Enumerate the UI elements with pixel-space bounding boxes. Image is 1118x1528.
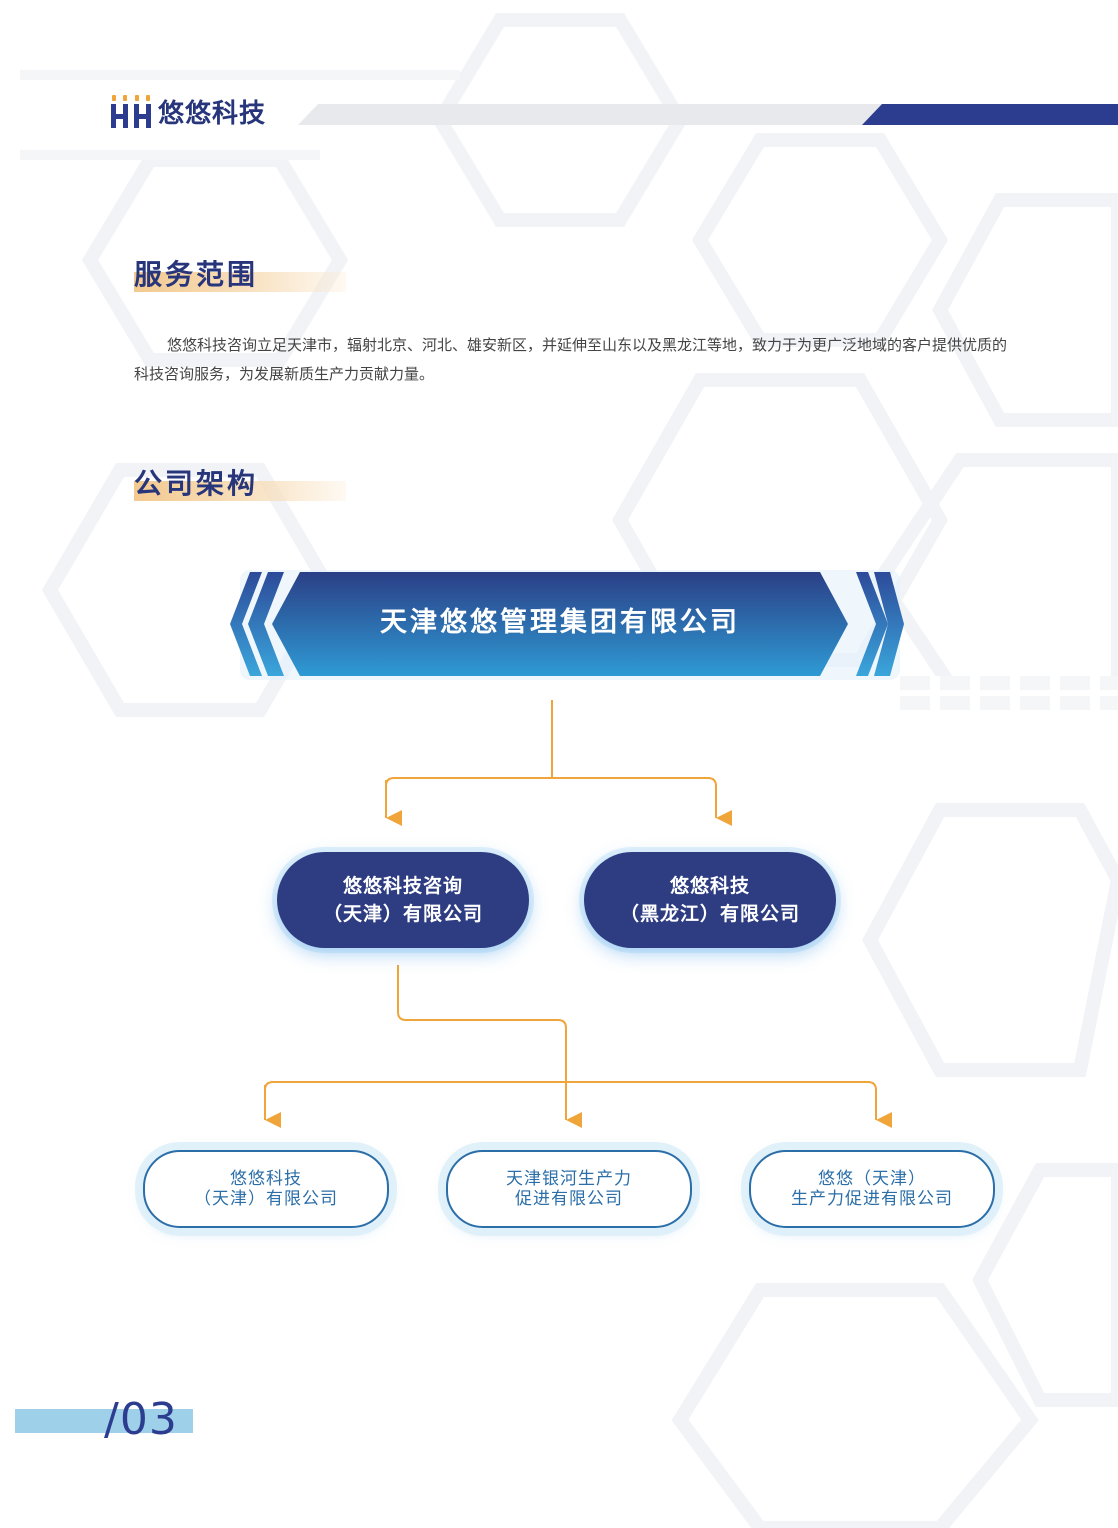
brand-name: 悠悠科技 (158, 99, 267, 129)
brand-logo-icon (111, 94, 151, 128)
section-title-underlay (134, 481, 346, 501)
section-title-underlay (134, 272, 346, 292)
org-node-level3: 悠悠（天津） 生产力促进有限公司 (749, 1150, 995, 1228)
org-node-line2: 生产力促进有限公司 (791, 1189, 953, 1209)
org-node-level3: 天津银河生产力 促进有限公司 (446, 1150, 692, 1228)
brand-logo: 悠悠科技 (108, 93, 266, 130)
org-node-line1: 悠悠（天津） (818, 1169, 926, 1189)
org-node-line2: 促进有限公司 (515, 1189, 623, 1209)
banner-chevron-right (856, 572, 904, 676)
header-bar-blue (862, 104, 1118, 125)
org-node-level2: 悠悠科技咨询 （天津）有限公司 (277, 852, 529, 948)
section-title-service: 服务范围 (134, 253, 346, 293)
section-title-text: 公司架构 (134, 467, 259, 500)
page-number: /03 (104, 1394, 178, 1445)
org-node-line1: 悠悠科技 (230, 1169, 302, 1189)
header-bar-grey (298, 104, 918, 125)
banner-chevron-left (230, 572, 284, 676)
section-title-text: 服务范围 (134, 258, 259, 291)
page-number-bar (15, 1409, 193, 1433)
org-node-line1: 天津银河生产力 (506, 1169, 632, 1189)
section-title-structure: 公司架构 (134, 462, 346, 502)
org-node-level3: 悠悠科技 （天津）有限公司 (143, 1150, 389, 1228)
service-paragraph: 悠悠科技咨询立足天津市，辐射北京、河北、雄安新区，并延伸至山东以及黑龙江等地，致… (134, 336, 1008, 383)
org-node-line2: （天津）有限公司 (322, 903, 483, 925)
org-node-line1: 悠悠科技 (669, 875, 750, 897)
org-node-line1: 悠悠科技咨询 (342, 875, 463, 897)
org-node-level2: 悠悠科技 （黑龙江）有限公司 (584, 852, 836, 948)
banner-shape (272, 572, 848, 676)
org-node-line2: （黑龙江）有限公司 (619, 903, 800, 925)
org-node-line2: （天津）有限公司 (194, 1189, 338, 1209)
org-root-label: 天津悠悠管理集团有限公司 (380, 607, 740, 638)
